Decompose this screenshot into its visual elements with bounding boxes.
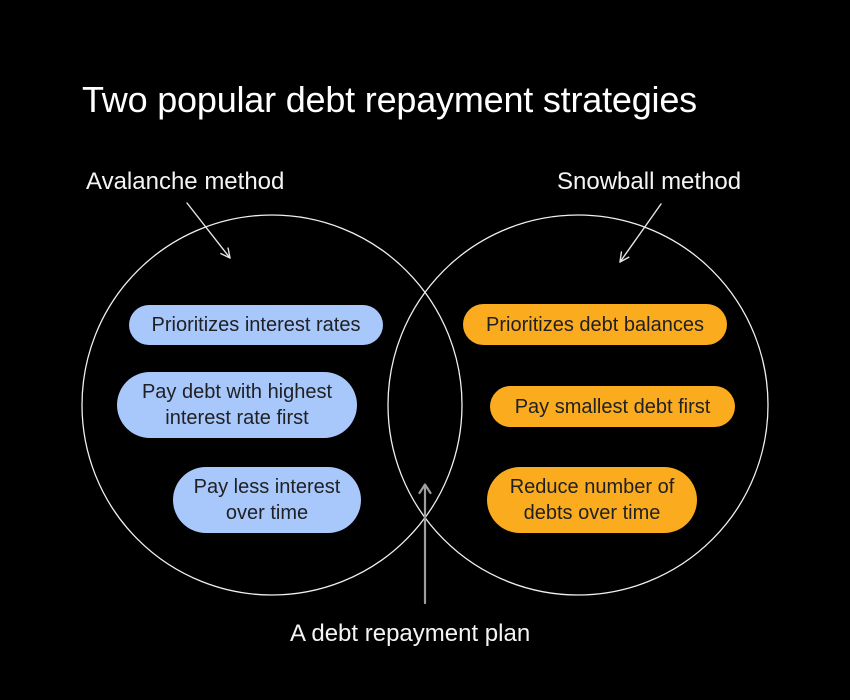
avalanche-pill-highest-rate-first: Pay debt with highest interest rate firs…	[117, 372, 357, 438]
snowball-pill-reduce-number: Reduce number of debts over time	[487, 467, 697, 533]
snowball-pointer-arrow-icon	[619, 203, 662, 263]
pill-label: Pay less interest over time	[193, 476, 341, 524]
avalanche-pill-prioritizes-interest-rates: Prioritizes interest rates	[129, 305, 383, 345]
avalanche-circle	[81, 214, 463, 596]
intersection-label: A debt repayment plan	[290, 620, 531, 647]
snowball-circle	[387, 214, 769, 596]
avalanche-pill-less-interest: Pay less interest over time	[173, 467, 361, 533]
avalanche-method-label: Avalanche method	[86, 168, 285, 195]
snowball-pill-smallest-debt-first: Pay smallest debt first	[490, 386, 735, 427]
pill-label: Prioritizes debt balances	[486, 313, 704, 336]
plan-arrow-icon	[418, 483, 432, 605]
pill-label: Pay smallest debt first	[514, 395, 711, 418]
page-title: Two popular debt repayment strategies	[82, 79, 697, 120]
avalanche-pointer-arrow-icon	[186, 202, 231, 259]
pill-label: Prioritizes interest rates	[151, 314, 361, 336]
snowball-pill-prioritizes-balances: Prioritizes debt balances	[463, 304, 727, 345]
pill-label: Pay debt with highest interest rate firs…	[141, 381, 333, 429]
pill-label: Reduce number of debts over time	[509, 476, 675, 524]
snowball-method-label: Snowball method	[557, 168, 742, 195]
